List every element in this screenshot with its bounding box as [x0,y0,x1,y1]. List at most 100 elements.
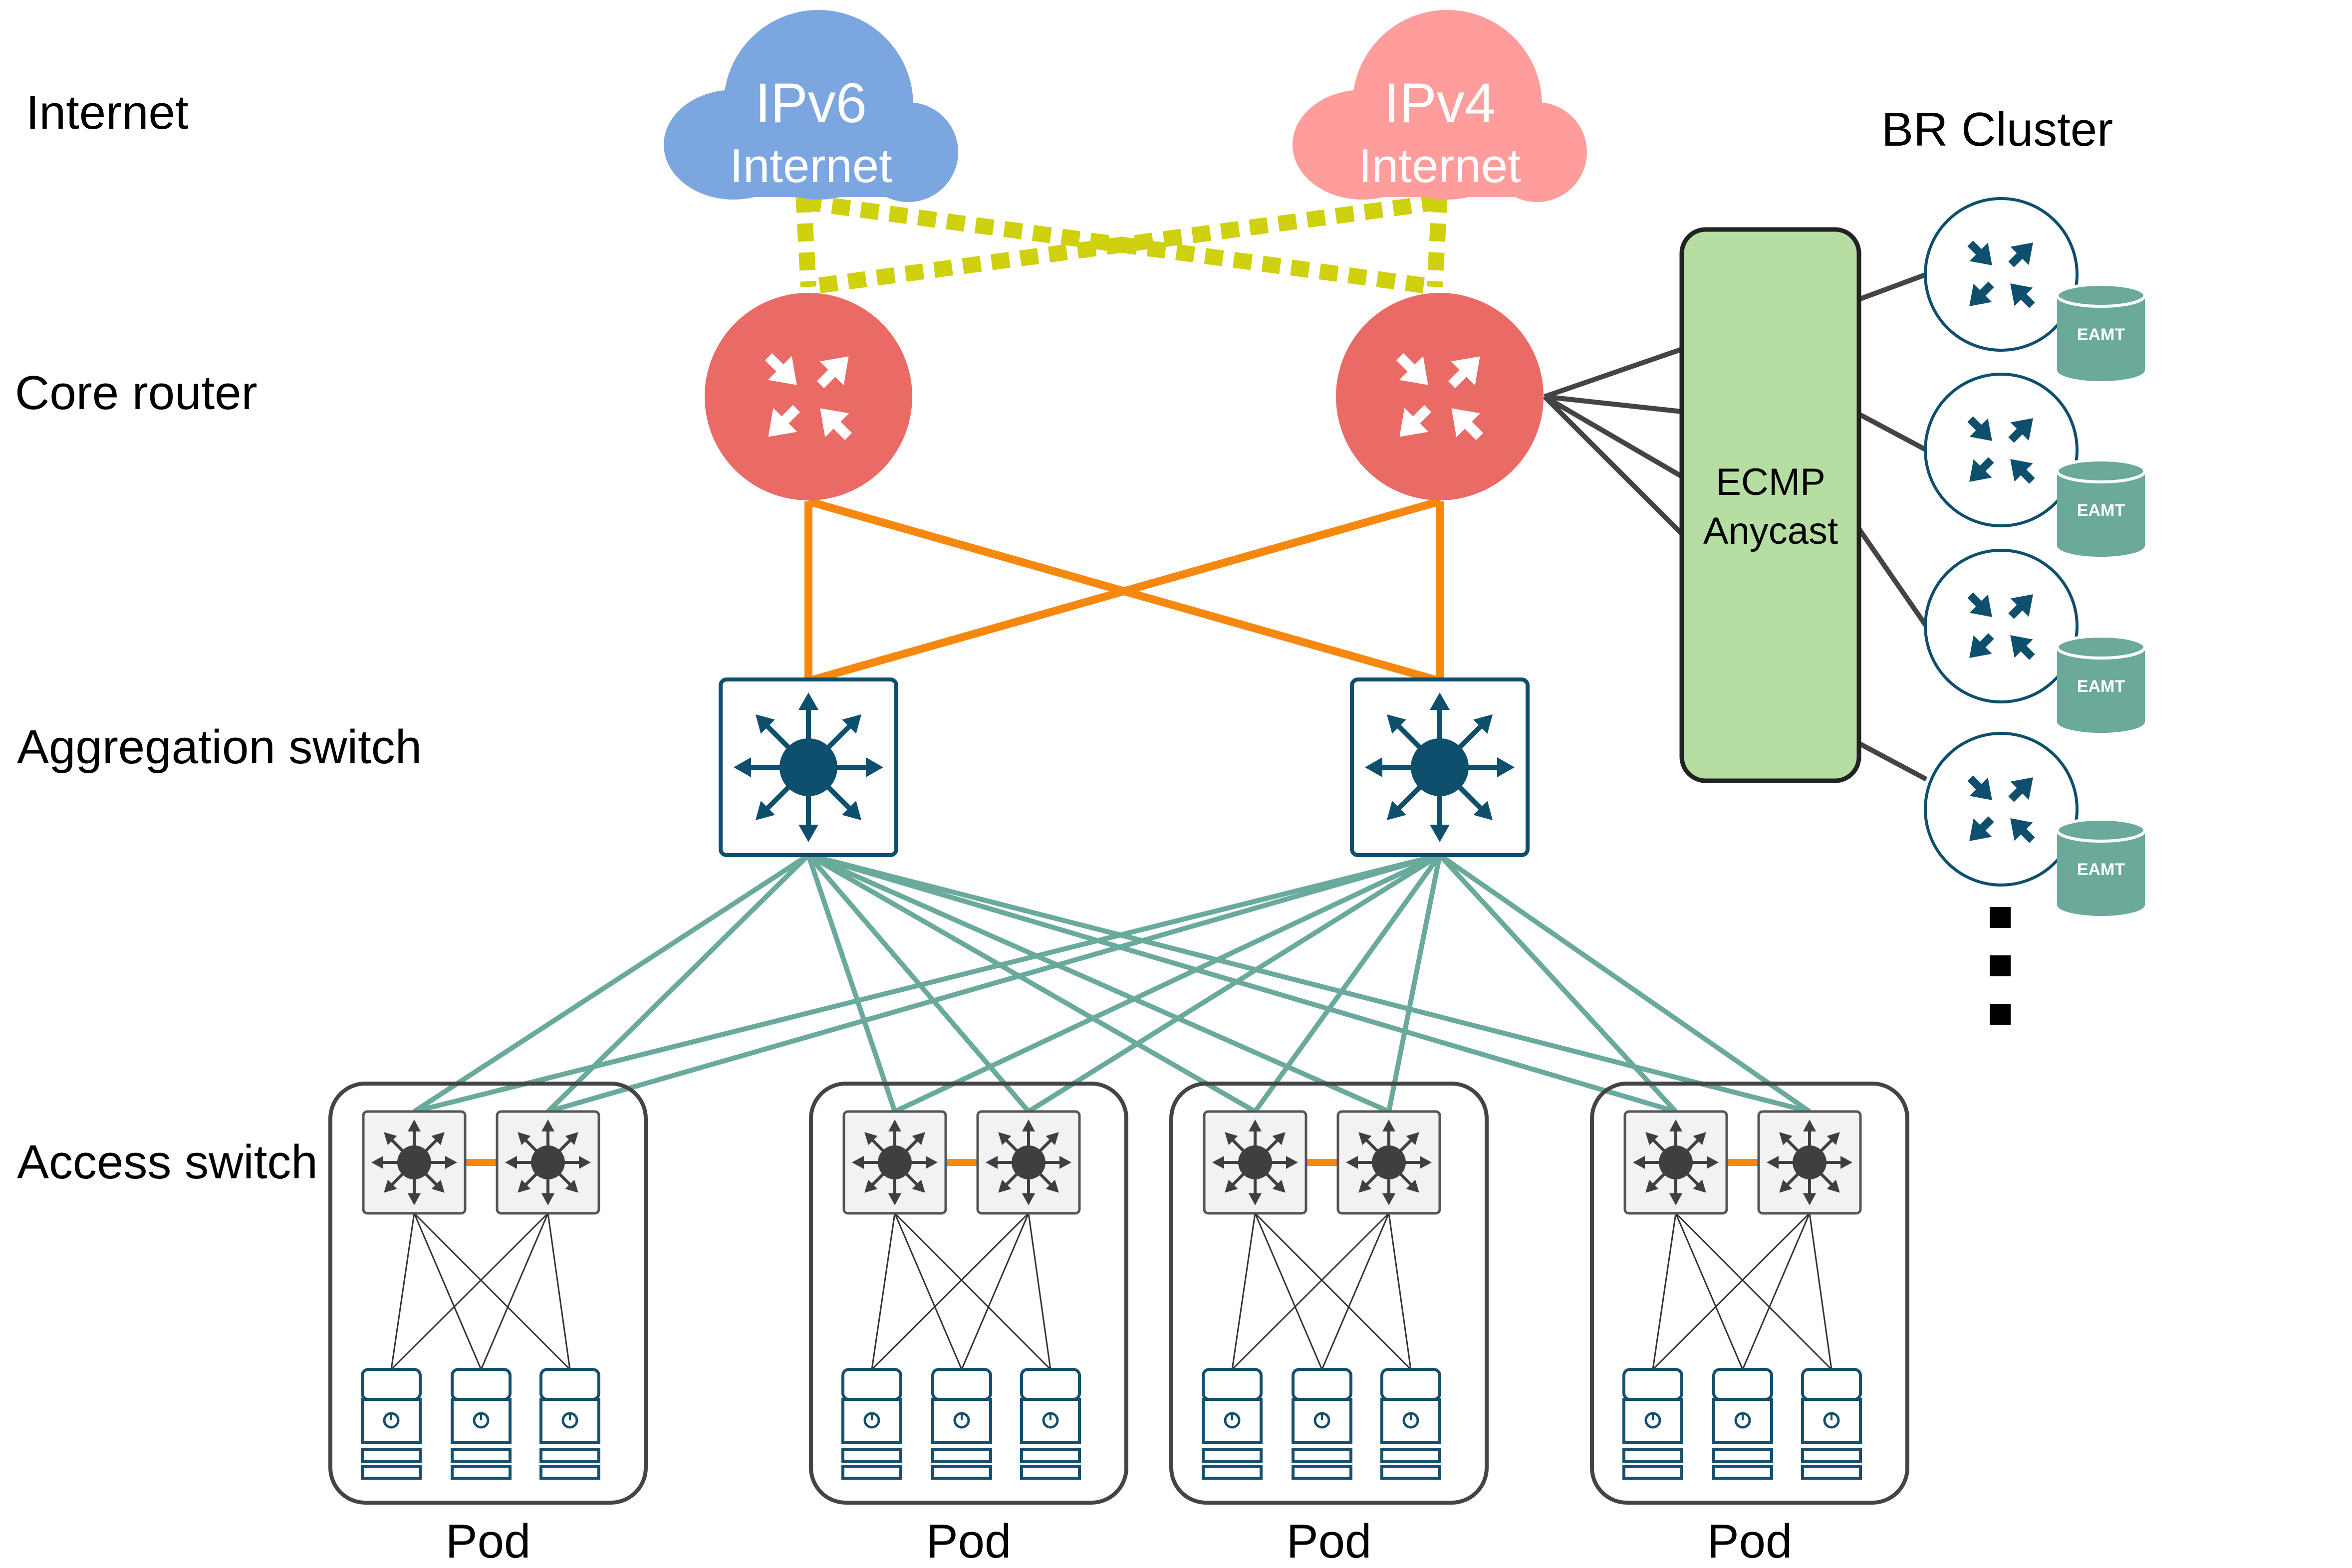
anycast-label: Anycast [1703,510,1838,552]
ecmp-to-br-link [1858,272,1927,302]
ecmp-anycast-box: ECMP Anycast [1679,227,1861,783]
aggregation-to-access-link [547,853,1441,1114]
ecmp-label: ECMP [1716,461,1826,503]
access-to-server-link [390,1213,415,1370]
access-to-server-link [480,1213,549,1370]
server-icon [541,1369,599,1478]
core-to-ecmp-link [1544,394,1682,414]
label-internet: Internet [26,86,189,139]
core-router-right-icon [1336,293,1544,500]
access-to-server-link [1254,1212,1412,1370]
server-icon [1022,1369,1079,1478]
aggregation-to-access-links [413,853,1811,1114]
eamt-label: EAMT [2077,860,2125,879]
access-to-server-link [547,1213,571,1370]
br-router-icon [1925,550,2077,702]
access-switch-icon [363,1112,465,1213]
access-to-server-link [1388,1213,1412,1370]
pod: Pod [328,1082,648,1568]
ipv4-to-core-left-link [807,194,1441,295]
aggregation-to-access-link [807,853,1257,1114]
pod-frame [1169,1082,1489,1505]
server-icon [362,1369,420,1478]
eamt-database-icon: EAMT [2056,283,2146,381]
access-to-server-link [961,1213,1030,1370]
server-icon [843,1369,901,1478]
server-icon [452,1369,510,1478]
aggregation-to-access-link [806,853,1031,1114]
aggregation-to-access-link [1438,853,1811,1114]
access-to-server-link [1742,1213,1811,1370]
access-to-server-link [1231,1213,1256,1370]
br-router-node: EAMT [1925,550,2146,733]
access-to-server-links [871,1212,1051,1370]
ipv4-internet-cloud: IPv4 Internet [1293,10,1587,202]
br-cluster-title: BR Cluster [1881,103,2113,156]
ipv6-cloud-title: IPv6 [755,72,867,134]
br-router-icon [1925,374,2077,526]
aggregation-to-access-link [413,853,1441,1114]
ipv4-cloud-title: IPv4 [1384,72,1496,134]
ecmp-to-br-link [1857,741,1928,782]
access-to-server-link [1254,1213,1323,1370]
internet-links [795,194,1448,295]
cloud-icon [664,10,958,202]
cloud-icon [1293,10,1587,202]
eamt-label: EAMT [2077,677,2125,696]
access-to-server-links [1652,1212,1832,1370]
pod-label: Pod [446,1515,531,1566]
access-to-server-link [1652,1213,1677,1370]
more-nodes-ellipsis [1990,907,2011,1025]
server-icon [1803,1369,1860,1478]
br-cluster-nodes: EAMT EAMT EAMT EAMT [1925,199,2146,916]
pod-frame [809,1082,1128,1505]
access-to-server-link [1652,1212,1811,1370]
server-icon [933,1369,991,1478]
pod-label: Pod [1707,1515,1793,1566]
access-to-server-link [894,1212,1051,1370]
access-to-server-link [894,1213,963,1370]
ellipsis-dot [1990,907,2011,928]
ipv4-cloud-subtitle: Internet [1358,139,1521,193]
br-cluster-links [1543,272,1929,782]
pod-label: Pod [926,1515,1012,1566]
pod: Pod [1169,1082,1489,1568]
core-to-aggregation-links [804,497,1444,685]
br-router-node: EAMT [1925,199,2146,381]
aggregation-to-access-link [807,853,1390,1114]
pods: Pod Pod Pod Pod [328,1082,1909,1568]
br-router-icon [1925,199,2077,350]
label-aggregation-switch: Aggregation switch [17,720,422,774]
pod-label: Pod [1287,1515,1372,1566]
ecmp-to-br-link [1856,527,1929,628]
label-access-switch: Access switch [17,1135,318,1189]
pod: Pod [1590,1082,1909,1568]
access-switch-icon [978,1112,1079,1213]
aggregation-to-access-link [1438,853,1678,1114]
aggregation-to-access-link [807,853,1811,1114]
access-to-server-link [1028,1213,1051,1370]
pod: Pod [809,1082,1128,1568]
pod-frame [1590,1082,1909,1505]
server-icon [1203,1369,1261,1478]
core-router-left-icon [705,293,912,500]
ipv6-internet-cloud: IPv6 Internet [664,10,958,202]
server-icon [1382,1369,1440,1478]
aggregation-switch-right-icon [1352,679,1528,855]
ecmp-to-br-link [1857,412,1928,452]
access-to-server-link [871,1212,1030,1370]
server-icon [1293,1369,1351,1478]
aggregation-to-access-link [413,853,810,1114]
access-switch-icon [1338,1112,1440,1213]
access-to-server-link [413,1213,482,1370]
aggregation-to-access-link [893,853,1441,1114]
access-to-server-link [1809,1213,1832,1370]
eamt-database-icon: EAMT [2056,458,2146,557]
core-right-to-agg-left-link [807,497,1441,685]
access-to-server-links [390,1212,571,1370]
access-to-server-link [1321,1213,1390,1370]
core-to-ecmp-link [1543,394,1683,479]
aggregation-to-access-link [1253,854,1442,1113]
